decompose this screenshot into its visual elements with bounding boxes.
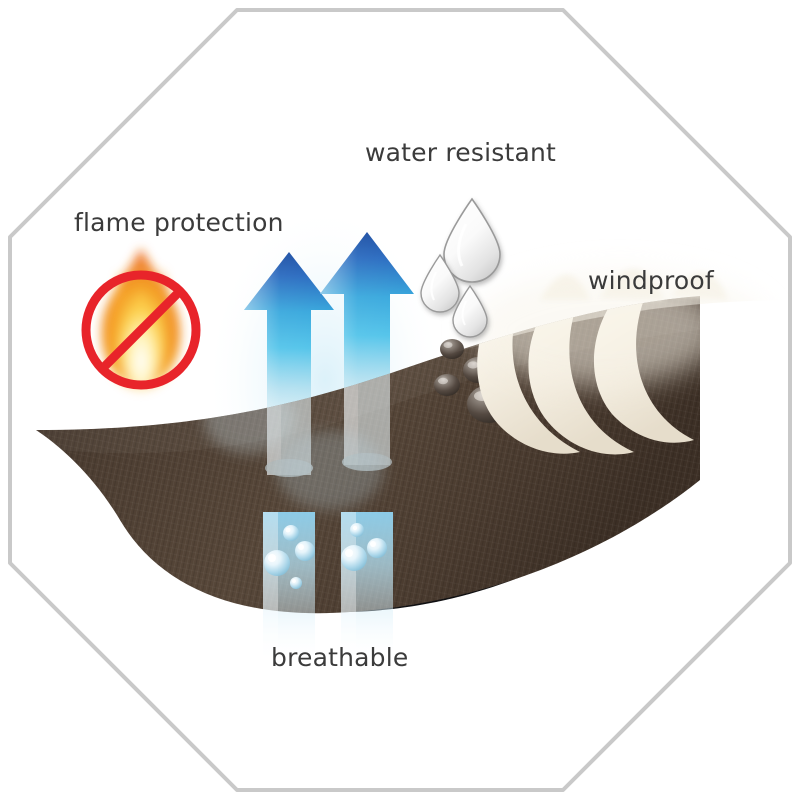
label-water-resistant: water resistant bbox=[365, 138, 557, 167]
water-droplet-icon bbox=[452, 284, 488, 338]
label-flame-protection: flame protection bbox=[74, 208, 284, 237]
water-droplet-icon bbox=[420, 253, 460, 313]
prohibition-ring bbox=[81, 270, 201, 390]
label-breathable: breathable bbox=[271, 643, 409, 672]
beaded-droplet-icon bbox=[440, 339, 464, 359]
prohibition-slash bbox=[98, 287, 184, 373]
vapour-bubble-group bbox=[264, 525, 315, 589]
water-droplet-icon-group bbox=[420, 197, 501, 338]
label-windproof: windproof bbox=[588, 266, 714, 295]
prohibition-flame-icon bbox=[81, 248, 201, 390]
beaded-droplet-icon bbox=[434, 374, 460, 396]
upward-arrow-icon-left bbox=[244, 252, 334, 452]
upward-arrow-icon-right bbox=[320, 232, 414, 448]
flame-icon bbox=[101, 248, 181, 390]
vapour-column-icon bbox=[341, 512, 393, 662]
upward-arrow-icon-group bbox=[244, 232, 414, 452]
octagon-frame bbox=[8, 8, 792, 792]
water-droplet-icon bbox=[443, 197, 501, 283]
vapour-column-icon-group bbox=[263, 512, 393, 662]
vapour-bubble-group bbox=[341, 523, 387, 571]
